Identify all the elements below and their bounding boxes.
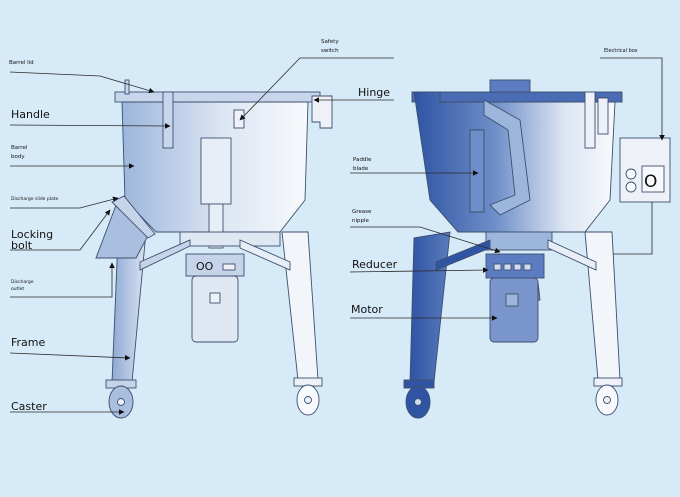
- right-motor: [489, 277, 539, 343]
- label-safety-switch-1: Safety: [321, 39, 339, 45]
- label-grease-nipple-1: Grease: [352, 209, 372, 215]
- leader-barrel-lid: [9, 71, 155, 94]
- leader-locking-bolt: [10, 209, 111, 251]
- label-grease-nipple-2: nipple: [352, 218, 370, 224]
- electrical-cable: [600, 202, 653, 255]
- label-barrel-body-1: Barrel: [11, 145, 28, 151]
- leader-reducer: [349, 267, 489, 273]
- leader-grease-nipple: [350, 226, 501, 254]
- right-mixer: O: [403, 79, 671, 419]
- barrel-lid: [114, 91, 321, 103]
- right-handle: [584, 91, 596, 149]
- main-switch-symbol: O: [644, 172, 657, 192]
- label-paddle-blade-1: Paddle: [353, 157, 372, 163]
- left-brace: [139, 239, 191, 271]
- right-motor-fin: [537, 281, 541, 301]
- label-hinge: Hinge: [358, 86, 390, 99]
- right-machine-left-leg: [409, 231, 451, 383]
- leader-safety-switch: [239, 57, 394, 121]
- label-paddle-blade-2: blade: [353, 166, 369, 172]
- label-motor: Motor: [351, 303, 383, 316]
- leader-frame: [9, 352, 131, 361]
- label-barrel-body-2: body: [11, 154, 25, 160]
- right-machine-right-brace: [547, 239, 597, 271]
- coupling-symbol: OO: [196, 260, 214, 273]
- label-discharge-outlet-1: Discharge: [11, 279, 34, 285]
- label-discharge-outlet-2: outlet: [11, 286, 24, 292]
- right-leg-left-machine: [281, 231, 319, 381]
- label-handle: Handle: [11, 108, 50, 121]
- leader-lines: [9, 57, 665, 415]
- label-locking-bolt-1: Locking: [11, 228, 53, 241]
- right-caster-hub-right: [603, 396, 611, 404]
- right-switch: [597, 97, 609, 135]
- reducer-vent-2: [503, 263, 512, 271]
- main-switch: [641, 165, 665, 193]
- right-bottom-ring: [485, 231, 553, 251]
- leader-electrical-box: [600, 57, 665, 141]
- label-frame: Frame: [11, 336, 46, 349]
- label-discharge-slide-plate: Discharge slide plate: [11, 196, 58, 202]
- leader-handle: [9, 123, 171, 129]
- label-caster: Caster: [11, 400, 47, 413]
- labels: Barrel lid Handle Barrel body Discharge …: [9, 39, 638, 413]
- coupling-slot: [222, 263, 236, 271]
- caster-hub-left: [117, 398, 125, 406]
- leader-discharge-outlet: [10, 262, 115, 298]
- motor-plate: [209, 292, 221, 304]
- discharge-slide-plate: [111, 195, 156, 239]
- paddle-arm: [483, 99, 531, 216]
- safety-switch: [233, 109, 245, 129]
- right-brace: [239, 239, 291, 271]
- indicator-1: [625, 168, 637, 180]
- caster-hub-right: [304, 396, 312, 404]
- lid-knob: [124, 79, 130, 95]
- center-column: [200, 137, 232, 205]
- indicator-2: [625, 181, 637, 193]
- label-safety-switch-2: switch: [321, 48, 339, 54]
- reducer-vent-1: [493, 263, 502, 271]
- label-electrical-box: Electrical box: [604, 48, 638, 54]
- left-mixer: OO: [95, 79, 333, 419]
- right-machine-left-brace: [435, 239, 491, 271]
- right-motor-plate: [505, 293, 519, 307]
- handle: [162, 91, 174, 149]
- paddle-blade: [469, 129, 485, 213]
- right-caster-hub-left: [414, 398, 422, 406]
- label-reducer: Reducer: [352, 258, 398, 271]
- label-locking-bolt-2: bolt: [11, 239, 33, 252]
- reducer-vent-4: [523, 263, 532, 271]
- reducer-vent-3: [513, 263, 522, 271]
- label-barrel-lid: Barrel lid: [9, 60, 34, 66]
- leader-discharge-slide-plate: [10, 196, 119, 209]
- hinge-block: [311, 95, 333, 129]
- motor: [191, 275, 239, 343]
- bottom-ring: [179, 231, 281, 247]
